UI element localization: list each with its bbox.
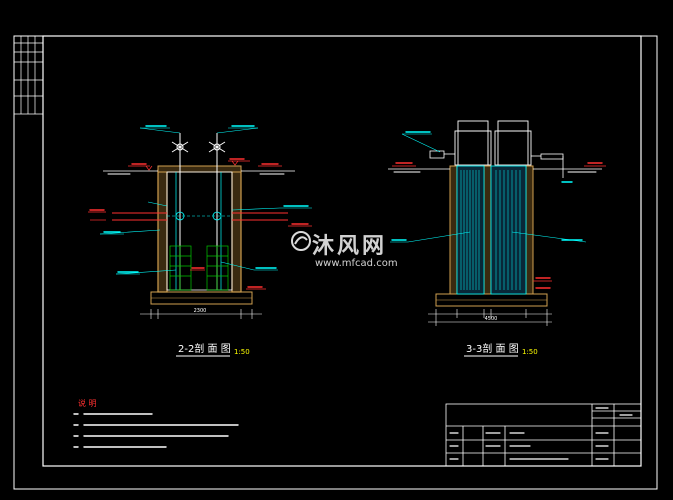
wall-right-outer — [231, 169, 242, 293]
screen-bars-right — [495, 170, 521, 290]
section-scale-2-2: 1:50 — [234, 348, 250, 356]
notes-heading: 说 明 — [78, 398, 97, 408]
notes-block: 说 明 — [73, 398, 239, 448]
gate-screen-right — [206, 245, 229, 291]
gate-screen-left — [169, 245, 192, 291]
wall-left-outer — [157, 169, 168, 293]
channel-left — [456, 165, 485, 295]
dimension-right — [428, 309, 552, 326]
top-slab-left — [157, 165, 242, 173]
chamber-left — [166, 171, 233, 291]
section-2-2: 2300 2-2剖 面 图 1:50 — [88, 125, 312, 357]
width-dimension-left: 2300 — [194, 308, 207, 314]
binding-strip — [14, 36, 43, 115]
title-block — [445, 403, 642, 467]
hoist-right — [208, 133, 226, 166]
drawing-frame — [13, 35, 658, 490]
section-title-2-2: 2-2剖 面 图 — [178, 342, 231, 355]
title-block-marks — [449, 407, 633, 460]
section-3-3: 4500 3-3剖 面 图 1:50 — [388, 120, 606, 357]
hoist-left — [171, 133, 189, 166]
screen-bars-left — [460, 170, 480, 290]
leaders-left — [99, 127, 312, 275]
pipe-right — [232, 212, 288, 221]
conveyor — [429, 150, 564, 178]
width-dimension-right: 4500 — [485, 316, 498, 322]
dimension-left — [140, 309, 262, 319]
machine-frames — [454, 120, 532, 166]
section-scale-3-3: 1:50 — [522, 348, 538, 356]
small-label-marks-left — [103, 125, 309, 273]
pipe-left — [112, 212, 167, 221]
level-markers-left — [88, 160, 312, 290]
section-title-3-3: 3-3剖 面 图 — [466, 342, 519, 355]
